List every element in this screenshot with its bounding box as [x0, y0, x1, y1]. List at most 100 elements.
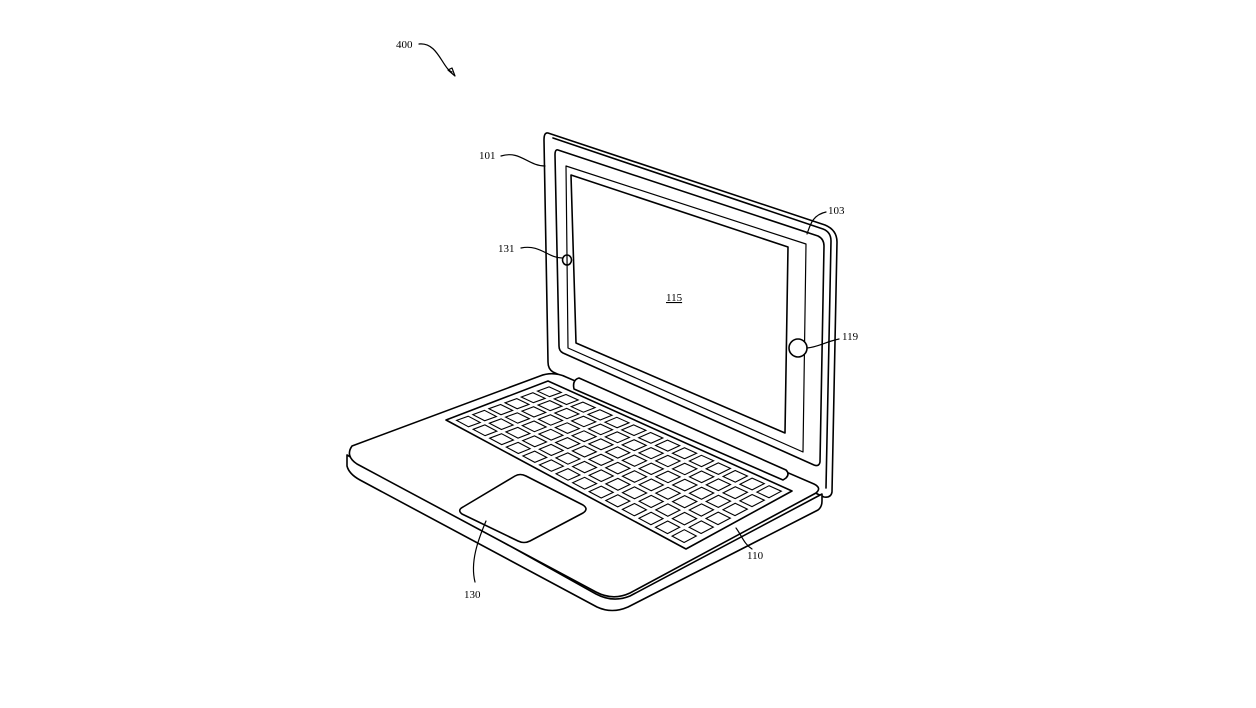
keyboard-key: [587, 438, 615, 451]
keyboard-key: [654, 486, 682, 500]
keyboard-key: [552, 393, 580, 406]
label-131: 131: [498, 243, 515, 255]
keyboard-key: [587, 453, 615, 467]
keyboard-key: [670, 529, 698, 544]
keyboard-key: [604, 446, 632, 459]
keyboard-key: [604, 431, 631, 444]
label-115: 115: [666, 292, 683, 304]
keyboard-key: [587, 485, 615, 499]
keyboard-key: [570, 430, 598, 443]
keyboard-key: [688, 454, 715, 468]
screen: [565, 165, 807, 453]
keyboard-key: [537, 414, 564, 426]
keyboard-key: [755, 485, 783, 499]
keyboard-key: [704, 494, 732, 509]
keyboard-key: [637, 462, 665, 476]
reference-numerals: 400 101 103 131 115 119 110 130: [396, 39, 859, 601]
keyboard-key: [571, 460, 598, 474]
label-119: 119: [842, 331, 859, 343]
keyboard-key: [604, 494, 632, 508]
label-110: 110: [747, 550, 764, 562]
trackpad: [458, 473, 587, 544]
keyboard-key: [637, 511, 665, 526]
keyboard-key: [520, 406, 548, 418]
keyboard-key: [688, 503, 715, 517]
keyboard-key: [738, 493, 766, 508]
leader-400: [418, 43, 453, 73]
leader-lines: [418, 43, 840, 583]
keyboard-key: [521, 435, 548, 448]
keyboard-key: [504, 426, 532, 439]
keyboard-key: [603, 416, 631, 429]
keyboard-key: [570, 415, 598, 428]
keyboard-key: [621, 454, 648, 467]
keyboard-key: [704, 462, 732, 476]
keyboard-key: [654, 454, 682, 468]
keyboard-key: [520, 420, 548, 433]
keyboard-key: [554, 436, 581, 450]
keyboard-key: [704, 511, 732, 526]
arrowhead-400: [447, 67, 456, 77]
keyboard-key: [586, 409, 614, 421]
keyboard-key: [671, 462, 699, 476]
keyboard-key: [538, 459, 565, 472]
home-button: [788, 338, 808, 358]
keyboard-key: [721, 486, 749, 500]
keyboard-key: [487, 403, 514, 416]
keyboard-key: [671, 494, 699, 509]
keyboard-key: [687, 520, 715, 535]
keyboard-key: [620, 424, 648, 437]
keyboard-key: [721, 469, 749, 483]
keyboard-key: [738, 477, 766, 491]
keyboard-key: [537, 428, 565, 441]
keyboard-key: [688, 486, 715, 500]
keyboard-key: [503, 398, 531, 410]
keyboard-key: [571, 445, 598, 458]
leader-119: [806, 338, 840, 349]
keyboard-key: [621, 502, 648, 517]
keyboard-key: [553, 407, 581, 420]
keyboard-key: [554, 422, 581, 435]
keyboard-key: [519, 392, 547, 404]
keyboard-key: [536, 386, 563, 398]
keyboard-key: [455, 415, 482, 428]
keyboard-key: [721, 502, 749, 517]
keyboard-key: [488, 418, 515, 431]
keyboard-key: [521, 450, 548, 464]
keyboard-key: [554, 467, 582, 481]
keyboard-key: [637, 431, 665, 444]
keyboard-key: [537, 443, 565, 457]
keyboard-key: [671, 478, 699, 492]
keyboard-key: [569, 401, 597, 413]
label-400: 400: [396, 39, 413, 51]
keyboard-key: [654, 520, 681, 535]
keyboard-key: [587, 469, 615, 483]
keyboard-key: [604, 461, 632, 475]
label-103: 103: [828, 205, 845, 217]
keyboard-key: [571, 476, 598, 490]
keyboard-key: [471, 424, 499, 437]
keyboard-key: [604, 477, 632, 491]
leader-110: [735, 527, 753, 550]
keyboard-key: [637, 446, 665, 460]
keyboard-key: [671, 447, 698, 460]
keyboard-key: [621, 470, 648, 483]
label-130: 130: [464, 589, 481, 601]
keyboard-key: [654, 503, 682, 517]
keyboard-key: [504, 412, 531, 424]
keyboard-key: [587, 423, 614, 436]
keyboard-keys: [455, 386, 783, 544]
keyboard-key: [705, 478, 732, 492]
keyboard-key: [554, 452, 582, 465]
keyboard-key: [654, 439, 682, 452]
label-101: 101: [479, 150, 496, 162]
keyboard-key: [671, 511, 698, 526]
leader-130: [472, 520, 487, 583]
keyboard-key: [504, 441, 532, 455]
keyboard-key: [688, 470, 715, 484]
keyboard-key: [637, 478, 665, 492]
keyboard-key: [620, 439, 648, 452]
keyboard-key: [621, 486, 648, 500]
keyboard-key: [654, 470, 682, 484]
